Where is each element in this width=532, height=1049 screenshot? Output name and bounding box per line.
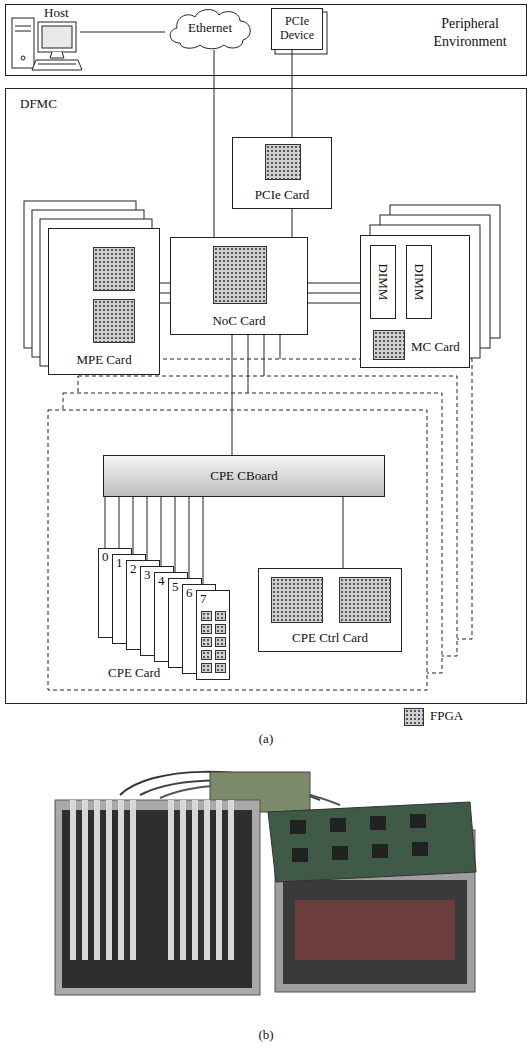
link-line	[232, 335, 233, 455]
link-line	[308, 293, 360, 294]
card-label: CPE Card	[108, 666, 160, 681]
link-line	[133, 497, 134, 560]
link-line	[292, 50, 293, 137]
node-label: DIMM	[376, 264, 391, 301]
node-label: NoC Card	[173, 314, 305, 329]
dimm-slot: DIMM	[370, 245, 396, 319]
fpga-chip	[265, 144, 301, 180]
node-label: Host	[44, 6, 69, 21]
node-label: DFMC	[20, 97, 57, 112]
hardware-photo	[55, 772, 476, 995]
link-line	[105, 497, 106, 548]
cboard-box: CPE CBoard	[103, 455, 385, 497]
host-node: Host	[8, 6, 80, 72]
mpe-card: MPE Card	[48, 228, 160, 375]
link-line	[147, 497, 148, 566]
node-label: 4	[158, 574, 165, 589]
node-label: PCIe Device	[274, 15, 320, 43]
fpga-chip	[201, 624, 212, 634]
fpga-chip	[201, 611, 212, 621]
link-line	[292, 209, 293, 237]
fpga-chip	[201, 637, 212, 647]
device-box: PCIe Device	[271, 8, 323, 50]
fpga-chip	[373, 330, 405, 360]
link-line	[80, 32, 165, 33]
link-line	[189, 497, 190, 584]
cpe-ctrl-card: CPE Ctrl Card	[258, 568, 402, 652]
fpga-chip	[215, 611, 226, 621]
fpga-chip	[201, 650, 212, 660]
cpe-card: 7	[196, 590, 230, 680]
fpga-chip	[215, 624, 226, 634]
link-line	[214, 50, 215, 237]
node-label: DIMM	[412, 264, 427, 301]
dfmc-box: DFMC PCIe CardNoC CardMPE Card MC Card DIMM…	[5, 88, 527, 704]
fpga-chip	[271, 577, 323, 623]
node-label: 5	[172, 580, 179, 595]
node-label: 7	[200, 592, 207, 607]
link-line	[343, 497, 344, 568]
fpga-chip	[93, 247, 135, 291]
legend-label: FPGA	[430, 709, 463, 724]
node-label: MPE Card	[51, 353, 157, 368]
link-line	[160, 293, 170, 294]
fpga-chip	[215, 663, 226, 673]
ethernet-cloud: Ethernet	[165, 6, 255, 50]
node-label: CPE CBoard	[106, 469, 382, 484]
fpga-chip	[215, 637, 226, 647]
node-label: MC Card	[411, 340, 460, 355]
fpga-chip	[215, 650, 226, 660]
node-label: Peripheral Environment	[422, 15, 518, 50]
fpga-chip	[201, 663, 212, 673]
cpe-group-outline	[48, 359, 472, 690]
link-line	[119, 497, 120, 554]
node-label: 6	[186, 586, 193, 601]
mc-card: MC Card DIMM DIMM	[360, 235, 470, 368]
environment-box: Peripheral Environment HostEthernet PCIe D…	[5, 4, 527, 76]
fpga-chip	[213, 246, 267, 304]
panel-tag: (b)	[258, 1028, 273, 1043]
node-label: 3	[144, 568, 151, 583]
noc-card: NoC Card	[170, 237, 308, 335]
dimm-slot: DIMM	[406, 245, 432, 319]
node-label: 1	[116, 556, 123, 571]
link-line	[175, 497, 176, 578]
node-label: Ethernet	[167, 21, 253, 36]
link-line	[161, 497, 162, 572]
fpga-chip	[339, 577, 391, 623]
fpga-chip	[93, 299, 135, 343]
node-label: 0	[102, 550, 109, 565]
node-label: PCIe Card	[235, 188, 329, 203]
node-label: CPE Ctrl Card	[261, 631, 399, 646]
node-label: 2	[130, 562, 137, 577]
host-computer	[12, 18, 82, 70]
pcie-card: PCIe Card	[232, 137, 332, 209]
panel-tag: (a)	[259, 732, 273, 747]
legend-swatch	[404, 708, 424, 726]
link-line	[203, 497, 204, 590]
